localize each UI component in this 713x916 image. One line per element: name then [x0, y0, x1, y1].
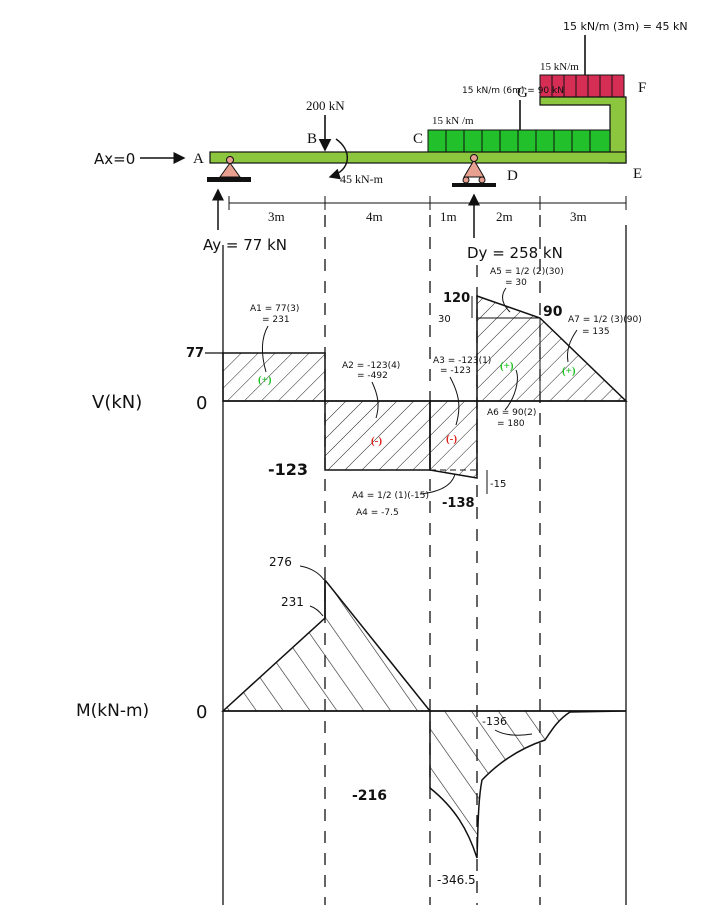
shear-region-4 — [476, 294, 628, 402]
dimension-line — [228, 196, 627, 210]
area-a2-line2: = -492 — [357, 371, 388, 381]
resultant-main-label: 15 kN/m (6m) = 90 kN — [462, 86, 564, 96]
area-a4-line1: A4 = 1/2 (1)(-15) — [352, 491, 429, 501]
label-A: A — [193, 151, 204, 167]
span-2: 4m — [366, 209, 383, 224]
shear-val-90: 90 — [543, 304, 563, 320]
shear-val-30: 30 — [438, 314, 451, 325]
label-D: D — [507, 168, 518, 184]
area-a6-line1: A6 = 90(2) — [487, 408, 536, 418]
resultant-top-label: 15 kN/m (3m) = 45 kN — [563, 20, 688, 33]
dy-label: Dy = 258 kN — [467, 244, 563, 262]
moment-label: 45 kN-m — [340, 172, 384, 186]
area-a2-line1: A2 = -123(4) — [342, 361, 400, 371]
moment-region-positive — [221, 577, 432, 712]
moment-region-negative — [429, 710, 627, 859]
area-a3-line1: A3 = -123(1) — [433, 356, 491, 366]
dist-load-top-label: 15 kN/m — [540, 61, 579, 73]
sign-region-5: (+) — [500, 360, 514, 372]
shear-val-120: 120 — [443, 291, 470, 306]
moment-diagram: M(kN-m) 0 276 231 -216 -136 -346.5 — [76, 555, 627, 887]
shear-val-neg15: -15 — [490, 479, 506, 490]
moment-val-276: 276 — [269, 555, 292, 569]
span-3: 1m — [440, 209, 457, 224]
shear-zero-label: 0 — [196, 393, 207, 414]
main-beam — [209, 151, 627, 164]
sign-region-7: (+) — [562, 365, 576, 377]
area-a5-line1: A5 = 1/2 (2)(30) — [490, 267, 564, 277]
moment-zero-label: 0 — [196, 702, 207, 723]
shear-region-1 — [222, 352, 326, 402]
moment-val-neg3465: -346.5 — [437, 873, 476, 887]
dist-load-main-block — [427, 129, 611, 153]
area-a5-line2: = 30 — [505, 278, 527, 288]
moment-val-neg216: -216 — [352, 788, 387, 804]
label-F: F — [638, 80, 646, 96]
support-D — [452, 154, 496, 187]
moment-axis-label: M(kN-m) — [76, 701, 149, 721]
ay-label: Ay = 77 kN — [203, 236, 287, 254]
sign-region-3: (-) — [446, 433, 457, 445]
area-a7-line1: A7 = 1/2 (3)(90) — [568, 315, 642, 325]
dist-load-main-label: 15 kN /m — [432, 115, 474, 127]
shear-val-neg123: -123 — [268, 460, 308, 479]
label-B: B — [307, 131, 317, 147]
ax-label: Ax=0 — [94, 150, 135, 168]
area-a1-line2: = 231 — [262, 315, 290, 325]
area-a1-line1: A1 = 77(3) — [250, 304, 299, 314]
label-G: G — [517, 85, 528, 101]
sign-region-2: (-) — [371, 435, 382, 447]
moment-arc — [328, 138, 348, 180]
span-5: 3m — [570, 209, 587, 224]
span-4: 2m — [496, 209, 513, 224]
moment-val-neg136: -136 — [482, 715, 507, 728]
moment-val-231: 231 — [281, 595, 304, 609]
label-C: C — [413, 131, 423, 147]
span-1: 3m — [268, 209, 285, 224]
area-a4-line2: A4 = -7.5 — [356, 508, 399, 518]
area-annotations: A1 = 77(3) = 231 A2 = -123(4) = -492 A3 … — [250, 267, 642, 518]
shear-val-77: 77 — [186, 346, 204, 361]
support-A — [207, 156, 251, 182]
label-E: E — [633, 166, 642, 182]
area-a6-line2: = 180 — [497, 419, 525, 429]
area-a3-line2: = -123 — [440, 366, 471, 376]
shear-region-3 — [429, 400, 478, 479]
shear-axis-label: V(kN) — [92, 392, 142, 413]
shear-val-neg138: -138 — [442, 496, 475, 511]
beam-section: 15 kN/m (3m) = 45 kN 15 kN/m F G 15 kN/m… — [94, 20, 688, 262]
area-a7-line2: = 135 — [582, 327, 610, 337]
point-load-label: 200 kN — [306, 98, 345, 113]
sign-region-1: (+) — [258, 374, 272, 386]
shear-diagram: V(kN) 0 77 -123 120 30 90 -138 -15 A1 = … — [92, 267, 642, 518]
